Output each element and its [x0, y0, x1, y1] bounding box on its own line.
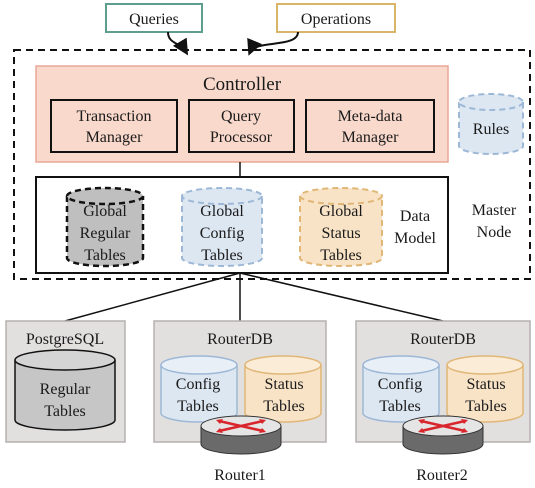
- transaction-manager-box: [50, 99, 178, 153]
- routerdb-1-config-line-2: Tables: [177, 398, 219, 415]
- metadata-manager-line-2: Manager: [342, 129, 400, 146]
- global-regular-tables-line-2: Regular: [80, 225, 131, 242]
- global-regular-tables-line-1: Global: [83, 203, 127, 220]
- controller-box: [35, 65, 449, 163]
- link-to-routerdb-2: [239, 272, 444, 322]
- routerdb-2-status-cylinder: [446, 355, 524, 423]
- regular-tables-line-2: Tables: [44, 403, 86, 420]
- global-config-tables-cylinder: [181, 187, 263, 267]
- regular-tables-line-1: Regular: [40, 381, 91, 398]
- master-node-boundary: [13, 49, 531, 280]
- routerdb-1-config-line-1: Config: [176, 376, 220, 393]
- router-2-icon: [402, 415, 484, 455]
- data-model-label-1: Data: [400, 208, 430, 225]
- transaction-manager-line-2: Manager: [86, 129, 144, 146]
- router-1-label: Router1: [214, 467, 266, 484]
- metadata-manager-box: [305, 99, 435, 153]
- routerdb-1-title: RouterDB: [207, 331, 273, 348]
- global-status-tables-line-2: Status: [321, 225, 360, 242]
- controller-title: Controller: [203, 74, 282, 95]
- rules-cylinder: [458, 93, 524, 155]
- routerdb-1-status-line-1: Status: [264, 376, 303, 393]
- router-1-icon: [200, 415, 282, 455]
- router-2-label: Router2: [416, 467, 468, 484]
- metadata-manager-line-1: Meta-data: [338, 108, 403, 125]
- global-config-tables-line-1: Global: [200, 203, 244, 220]
- query-processor-line-1: Query: [221, 108, 261, 125]
- routerdb-2-title: RouterDB: [410, 331, 476, 348]
- queries-label: Queries: [129, 11, 179, 28]
- transaction-manager-line-1: Transaction: [77, 108, 152, 125]
- routerdb-2-config-line-2: Tables: [379, 398, 421, 415]
- rules-label: Rules: [473, 121, 509, 138]
- query-processor-line-2: Processor: [210, 129, 273, 146]
- master-node-label-1: Master: [472, 202, 517, 219]
- global-regular-tables-cylinder: [65, 186, 145, 268]
- global-status-tables-cylinder: [299, 187, 383, 267]
- global-status-tables-line-1: Global: [319, 203, 363, 220]
- global-config-tables-line-2: Config: [200, 225, 244, 242]
- regular-tables-cylinder: [14, 349, 116, 431]
- routerdb-2-status-line-1: Status: [466, 376, 505, 393]
- query-processor-box: [188, 99, 295, 153]
- routerdb-1-status-line-2: Tables: [263, 398, 305, 415]
- global-status-tables-line-3: Tables: [320, 247, 362, 264]
- routerdb-1-config-cylinder: [160, 355, 238, 423]
- postgres-title: PostgreSQL: [26, 331, 104, 348]
- data-model-label-2: Model: [394, 230, 436, 247]
- operations-box: [276, 3, 396, 33]
- operations-arrow: [247, 31, 299, 56]
- global-config-tables-line-3: Tables: [201, 247, 243, 264]
- master-node-label-2: Node: [477, 224, 512, 241]
- global-regular-tables-line-3: Tables: [84, 247, 126, 264]
- routerdb-2-status-line-2: Tables: [465, 398, 507, 415]
- operations-label: Operations: [301, 11, 371, 28]
- link-to-postgres: [64, 272, 241, 322]
- routerdb-2-config-line-1: Config: [378, 376, 422, 393]
- queries-box: [105, 3, 203, 33]
- routerdb-1: RouterDB: [153, 320, 327, 443]
